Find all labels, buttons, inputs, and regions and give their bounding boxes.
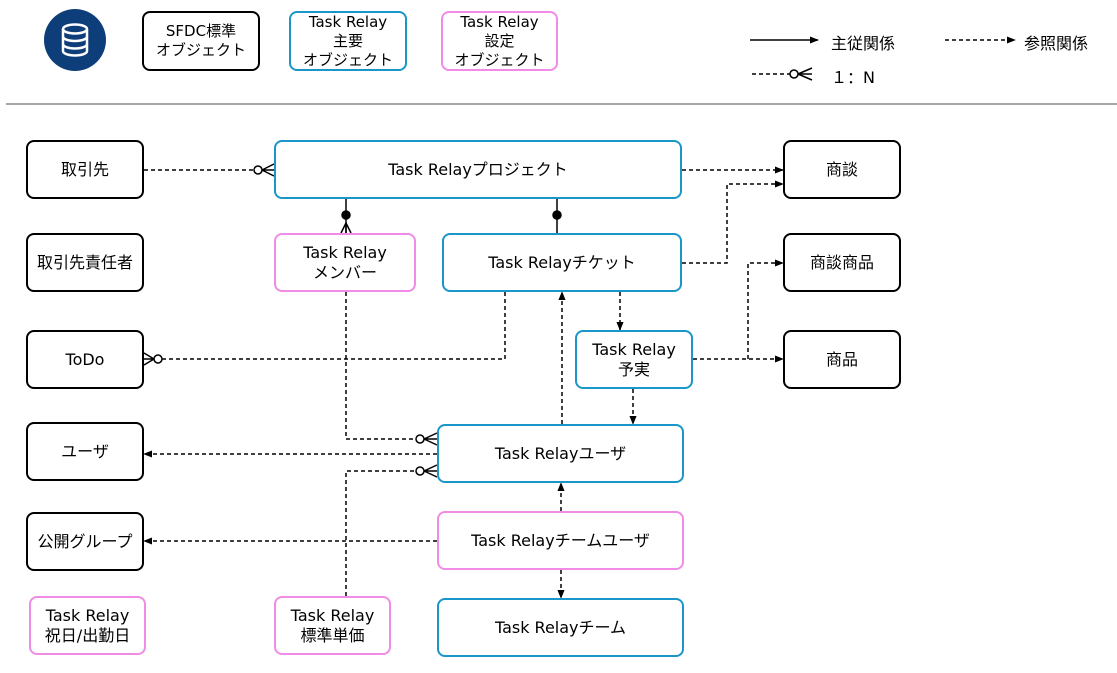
- node-budget-actual-label: Task Relay 予実: [592, 339, 676, 379]
- node-team-label: Task Relayチーム: [494, 617, 627, 637]
- node-team-user: Task Relayチームユーザ: [437, 511, 684, 570]
- node-budget-actual: Task Relay 予実: [575, 330, 693, 389]
- edge-project-ticket: [552, 199, 562, 233]
- edge-project-member: [340, 199, 352, 234]
- node-holiday: Task Relay 祝日/出勤日: [29, 596, 146, 655]
- node-opportunity: 商談: [783, 140, 901, 199]
- node-product-label: 商品: [825, 349, 858, 369]
- edge-ticket-todo: [143, 292, 506, 366]
- node-contact-label: 取引先責任者: [36, 252, 133, 272]
- node-tr-user-label: Task Relayユーザ: [494, 443, 627, 463]
- node-user-label: ユーザ: [61, 441, 109, 461]
- node-account-label: 取引先: [60, 159, 109, 179]
- legend-tr-setting: Task Relay 設定 オブジェクト: [441, 11, 558, 71]
- node-team: Task Relayチーム: [437, 598, 684, 657]
- node-contact: 取引先責任者: [26, 233, 144, 292]
- node-tr-user: Task Relayユーザ: [437, 424, 684, 483]
- legend-sfdc-standard: SFDC標準 オブジェクト: [142, 11, 260, 71]
- node-product: 商品: [783, 330, 901, 389]
- node-public-group: 公開グループ: [26, 512, 144, 571]
- node-project-label: Task Relayプロジェクト: [388, 159, 568, 179]
- legend-tr-main: Task Relay 主要 オブジェクト: [289, 11, 407, 71]
- edge-standard-price-tr-user: [345, 464, 438, 596]
- node-standard-price: Task Relay 標準単価: [274, 596, 391, 655]
- edge-member-tr-user: [345, 292, 438, 446]
- node-member: Task Relay メンバー: [274, 233, 416, 292]
- legend-lookup-label: 参照関係: [1024, 34, 1089, 53]
- node-todo-label: ToDo: [65, 349, 105, 369]
- node-public-group-label: 公開グループ: [37, 531, 133, 551]
- node-holiday-label: Task Relay 祝日/出勤日: [44, 605, 131, 645]
- node-standard-price-label: Task Relay 標準単価: [290, 605, 375, 645]
- node-opportunity-label: 商談: [825, 159, 858, 179]
- node-team-user-label: Task Relayチームユーザ: [471, 530, 650, 550]
- node-user: ユーザ: [26, 422, 144, 481]
- legend-master-detail-label: 主従関係: [831, 34, 896, 53]
- node-ticket: Task Relayチケット: [442, 233, 682, 292]
- edge-ticket-opportunity: [682, 180, 784, 264]
- node-project: Task Relayプロジェクト: [274, 140, 682, 199]
- database-icon: [44, 9, 106, 71]
- node-opp-product: 商談商品: [783, 233, 901, 292]
- legend-tr-setting-label: Task Relay 設定 オブジェクト: [454, 12, 545, 69]
- edge-account-project: [144, 163, 275, 177]
- legend-one-to-n-line: [752, 67, 813, 81]
- node-ticket-label: Task Relayチケット: [488, 252, 636, 272]
- edge-budget-opp-product: [747, 259, 784, 359]
- legend-one-to-n-label: １：N: [831, 68, 875, 87]
- legend-tr-main-label: Task Relay 主要 オブジェクト: [302, 12, 393, 69]
- node-todo: ToDo: [26, 330, 144, 389]
- node-account: 取引先: [26, 140, 144, 199]
- legend-sfdc-standard-label: SFDC標準 オブジェクト: [155, 22, 246, 59]
- node-member-label: Task Relay メンバー: [303, 242, 387, 282]
- node-opp-product-label: 商談商品: [809, 252, 874, 272]
